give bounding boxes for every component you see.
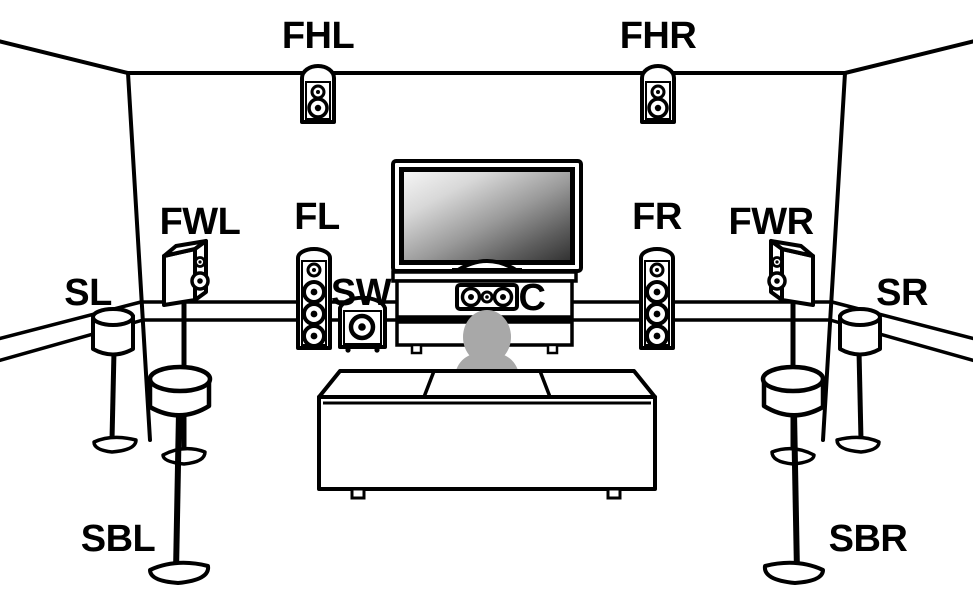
- speaker-labels: FHL FHR FWL FL FR FWR SL SR SW C SBL SBR: [64, 15, 928, 560]
- label-fwl: FWL: [160, 201, 241, 243]
- fhl-woofer-dustcap: [314, 104, 322, 112]
- ceiling-right-edge: [843, 39, 973, 75]
- speaker-fhr: [640, 64, 676, 124]
- sbl-stand-base: [148, 560, 211, 585]
- fwl-cabinet-side: [162, 247, 197, 307]
- label-fwr: FWR: [728, 201, 813, 243]
- fhr-woofer-dustcap: [654, 104, 662, 112]
- sw-foot-right: [374, 347, 380, 353]
- fr-tweeter-dome: [655, 268, 659, 272]
- television: [391, 159, 583, 275]
- wall-corner-left: [126, 71, 152, 442]
- speaker-fwl: [161, 239, 210, 466]
- fwl-tweeter-dome: [198, 260, 202, 264]
- tv-stand-foot-right: [546, 343, 559, 355]
- sofa-foot-right: [606, 487, 622, 500]
- label-c: C: [519, 277, 546, 319]
- wall-corner-right: [821, 71, 847, 442]
- speaker-sbr: [760, 364, 826, 585]
- c-tweeter-dome: [485, 295, 489, 299]
- fl-woofer-lower-dustcap: [310, 332, 318, 340]
- fwl-stand-base: [161, 446, 207, 466]
- tv-stand-foot-left: [410, 343, 423, 355]
- sofa-foot-left: [350, 487, 366, 500]
- fl-woofer-upper-dustcap: [310, 310, 318, 318]
- listener-head: [463, 310, 511, 364]
- sbr-stand-base: [762, 560, 825, 585]
- sofa-body: [317, 395, 657, 491]
- sbr-cabinet-top: [760, 364, 826, 394]
- fwr-tweeter-dome: [775, 260, 779, 264]
- ceiling-left-edge: [0, 39, 130, 75]
- fr-woofer-lower-dustcap: [653, 332, 661, 340]
- sofa-seam-right: [538, 370, 552, 398]
- speaker-fl: [296, 247, 332, 350]
- sr-cabinet-top: [838, 307, 882, 327]
- sr-stand-pole: [856, 350, 864, 441]
- label-sl: SL: [64, 272, 112, 314]
- sl-stand-base: [92, 435, 138, 454]
- tv-screen: [404, 172, 570, 260]
- c-woofer-right-dustcap: [500, 294, 506, 300]
- fwr-cabinet-side: [780, 247, 815, 307]
- label-fhl: FHL: [282, 15, 355, 57]
- label-fr: FR: [632, 196, 682, 238]
- c-woofer-left-dustcap: [468, 294, 474, 300]
- fhr-tweeter-dome: [656, 90, 660, 94]
- room-shell: [0, 39, 973, 442]
- sw-foot-left: [345, 347, 351, 353]
- speaker-sl: [91, 307, 138, 454]
- speaker-fhl: [300, 64, 336, 124]
- fl-tweeter-dome: [312, 268, 316, 272]
- speaker-subwoofer: [338, 295, 387, 353]
- label-sbr: SBR: [829, 518, 908, 560]
- fwl-woofer-dustcap: [197, 278, 203, 284]
- speaker-fr: [639, 247, 675, 350]
- sofa-seam-left: [422, 370, 436, 398]
- fwr-cabinet-front: [769, 239, 784, 302]
- fr-midrange-dustcap: [653, 288, 661, 296]
- label-sr: SR: [876, 272, 928, 314]
- speaker-center: [455, 283, 519, 311]
- speaker-sbl: [147, 364, 213, 585]
- label-fl: FL: [294, 196, 340, 238]
- sofa-backrest: [317, 369, 657, 399]
- sofa: [317, 369, 657, 500]
- sr-stand-base: [835, 435, 881, 454]
- sbr-stand-pole: [791, 411, 800, 573]
- label-sbl: SBL: [81, 518, 156, 560]
- fr-woofer-upper-dustcap: [653, 310, 661, 318]
- label-sw: SW: [331, 272, 392, 314]
- fl-midrange-dustcap: [310, 288, 318, 296]
- sl-cabinet-top: [91, 307, 135, 327]
- sbl-stand-pole: [173, 411, 182, 573]
- fwr-woofer-dustcap: [774, 278, 780, 284]
- sw-driver-dustcap: [358, 323, 366, 331]
- label-fhr: FHR: [620, 15, 697, 57]
- sl-stand-pole: [109, 350, 117, 441]
- fhl-tweeter-dome: [316, 90, 320, 94]
- sbl-cabinet-top: [147, 364, 213, 394]
- fwl-cabinet-front: [193, 239, 208, 302]
- speaker-sr: [835, 307, 882, 454]
